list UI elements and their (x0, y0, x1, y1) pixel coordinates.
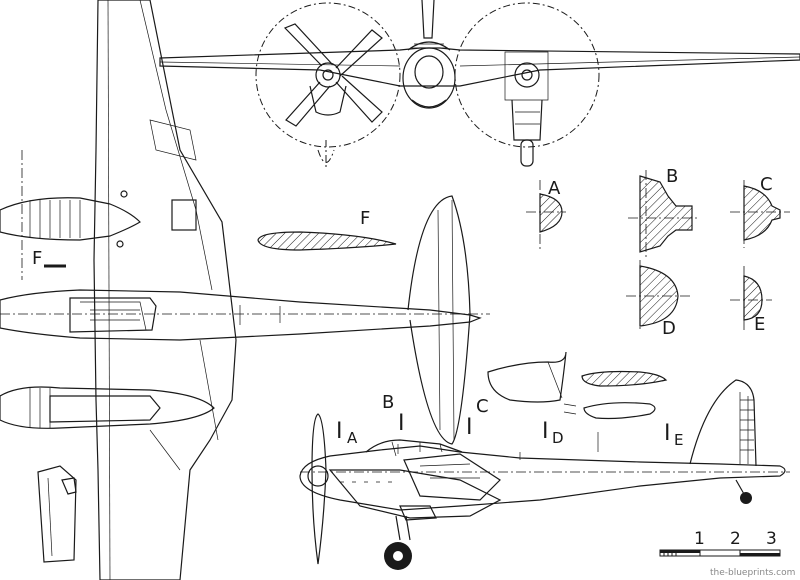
front-view (159, 0, 800, 170)
station-b-bar: I (398, 411, 405, 436)
plan-view (0, 0, 490, 580)
station-ia: I (336, 419, 343, 444)
label-c: C (760, 174, 773, 195)
station-c-bar: I (466, 415, 473, 440)
station-id-sub: D (552, 429, 564, 447)
label-e: E (754, 314, 765, 335)
scale-label-3: 3 (766, 529, 777, 549)
scale-label-2: 2 (730, 529, 741, 549)
station-ie: I (664, 421, 671, 446)
station-ie-sub: E (674, 431, 683, 449)
labels: A B C D E F F I A B I C I I D I E (32, 166, 773, 449)
side-view (299, 379, 790, 570)
scale-label-1: 1 (694, 529, 705, 549)
label-f: F (360, 208, 370, 229)
watermark: the-blueprints.com (710, 568, 795, 578)
label-a: A (548, 178, 561, 199)
label-d: D (662, 318, 676, 339)
section-profiles (526, 170, 790, 332)
station-ia-sub: A (347, 429, 358, 447)
section-f-airfoil (257, 231, 397, 251)
label-b: B (666, 166, 678, 187)
scale-bar: 1 2 3 (659, 529, 781, 557)
station-id: I (542, 419, 549, 444)
station-c-tag: C (476, 396, 489, 417)
label-f-marker: F (32, 248, 42, 269)
station-b-tag: B (382, 392, 394, 413)
nacelle-detail (487, 351, 668, 420)
